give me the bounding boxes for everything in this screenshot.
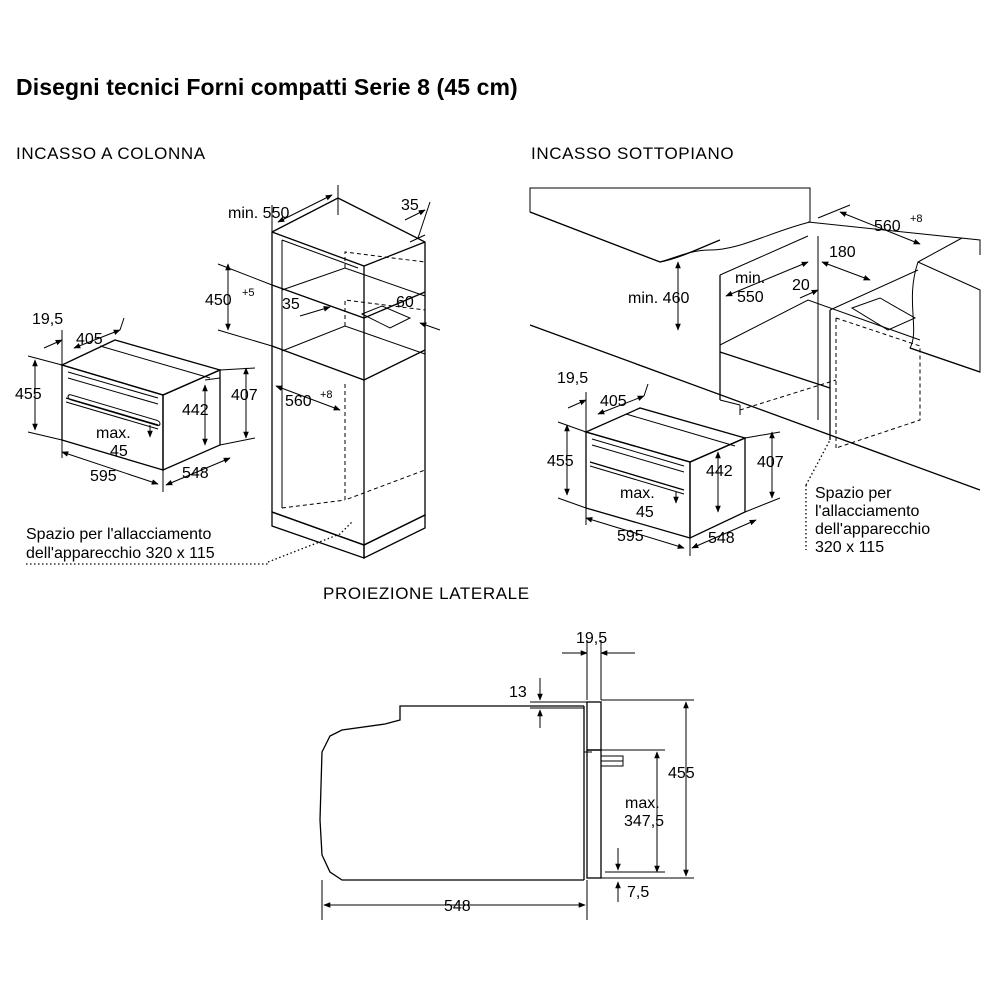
dim-407-sottopiano: 407	[757, 454, 784, 471]
dim-560-tolerance-sottopiano: +8	[910, 213, 923, 225]
dim-13: 13	[509, 684, 527, 701]
page-title: Disegni tecnici Forni compatti Serie 8 (…	[16, 74, 518, 100]
dim-min-550-colonna: min. 550	[228, 205, 289, 222]
section-title-sottopiano: INCASSO SOTTOPIANO	[531, 144, 735, 163]
dim-20-sottopiano: 20	[792, 277, 810, 294]
dim-548-colonna: 548	[182, 465, 209, 482]
note-allacciamento-colonna-line2: dell'apparecchio 320 x 115	[26, 545, 215, 562]
dim-442-colonna: 442	[182, 402, 209, 419]
dim-max-label-colonna: max.	[96, 425, 131, 442]
dim-442-sottopiano: 442	[706, 463, 733, 480]
dim-45-sottopiano: 45	[636, 504, 654, 521]
dim-347-5: 347,5	[624, 813, 664, 830]
sottopiano-dimensions: 560 +8 180 min. 550 20 min. 460 19,5 405…	[547, 204, 963, 556]
dim-35-mid: 35	[282, 296, 300, 313]
dim-548-laterale: 548	[444, 898, 471, 915]
section-title-colonna: INCASSO A COLONNA	[16, 144, 206, 163]
dim-455-laterale: 455	[668, 765, 695, 782]
oven-side-profile	[319, 701, 624, 881]
dim-560-colonna: 560	[285, 393, 312, 410]
dim-max-label-sottopiano: max.	[620, 485, 655, 502]
dim-max-label-laterale: max.	[625, 795, 660, 812]
dim-550-sottopiano: 550	[737, 289, 764, 306]
dim-548-sottopiano: 548	[708, 530, 735, 547]
tall-cabinet	[267, 197, 426, 563]
dim-455-sottopiano: 455	[547, 453, 574, 470]
section-title-laterale: PROIEZIONE LATERALE	[323, 584, 530, 603]
dim-35-top: 35	[401, 197, 419, 214]
dim-7-5: 7,5	[627, 884, 649, 901]
dim-19-5-laterale: 19,5	[576, 630, 607, 647]
dim-595-colonna: 595	[90, 468, 117, 485]
note-allacciamento-sottopiano-line2: l'allacciamento	[815, 503, 920, 520]
dim-45-colonna: 45	[110, 443, 128, 460]
dim-min-label-sottopiano: min.	[735, 270, 765, 287]
dim-560-tolerance-colonna: +8	[320, 389, 333, 401]
note-allacciamento-sottopiano-line3: dell'apparecchio	[815, 521, 930, 538]
note-allacciamento-sottopiano-line4: 320 x 115	[815, 539, 884, 556]
dim-407-colonna: 407	[231, 387, 258, 404]
dim-405-colonna: 405	[76, 331, 103, 348]
note-allacciamento-colonna-line1: Spazio per l'allacciamento	[26, 526, 211, 543]
undercounter-niche	[529, 235, 981, 550]
colonna-dimensions: min. 550 35 450 +5 35 60 560 +8 19,5 405	[15, 185, 441, 565]
dim-450: 450	[205, 292, 232, 309]
note-allacciamento-sottopiano-line1: Spazio per	[815, 485, 892, 502]
dim-455-colonna: 455	[15, 386, 42, 403]
dim-595-sottopiano: 595	[617, 528, 644, 545]
dim-min-460: min. 460	[628, 290, 689, 307]
dim-450-tolerance: +5	[242, 287, 255, 299]
dim-19-5-colonna: 19,5	[32, 311, 63, 328]
laterale-dimensions: 19,5 13 455 max. 347,5 7,5 548	[321, 630, 695, 920]
dim-19-5-sottopiano: 19,5	[557, 370, 588, 387]
dim-60: 60	[396, 294, 414, 311]
dim-405-sottopiano: 405	[600, 393, 627, 410]
dim-560-sottopiano: 560	[874, 218, 901, 235]
colonna-drawing: min. 550 35 450 +5 35 60 560 +8 19,5 405	[15, 185, 441, 565]
laterale-drawing: 19,5 13 455 max. 347,5 7,5 548	[319, 630, 695, 920]
dim-180: 180	[829, 244, 856, 261]
sottopiano-drawing: 560 +8 180 min. 550 20 min. 460 19,5 405…	[529, 187, 981, 556]
